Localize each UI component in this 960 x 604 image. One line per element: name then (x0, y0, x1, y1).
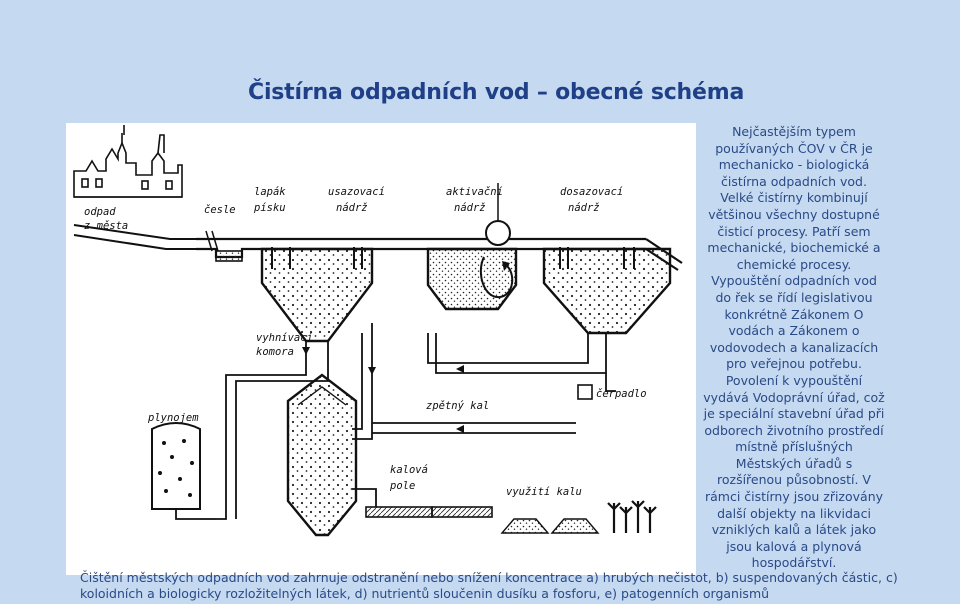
screens-icon (205, 230, 219, 252)
gasholder-icon (151, 422, 216, 520)
slide-title: Čistírna odpadních vod – obecné schéma (248, 80, 745, 105)
grit-chamber (215, 250, 243, 262)
label-sed-1: usazovací (328, 186, 385, 198)
drying-beds (365, 506, 493, 518)
bottom-description: Čištění městských odpadních vod zahrnuje… (80, 570, 898, 602)
plants-icon (607, 500, 657, 533)
label-grit-1: lapák (254, 186, 286, 198)
city-icon (73, 125, 183, 198)
label-act-2: nádrž (454, 202, 486, 214)
label-sludge-use: využití kalu (506, 486, 582, 498)
label-sed-2: nádrž (336, 202, 368, 214)
label-screens: česle (204, 204, 236, 216)
label-drying-1: kalová (390, 464, 428, 476)
pump-icon (577, 384, 593, 400)
label-gasholder: plynojem (147, 412, 199, 424)
label-return-sludge: zpětný kal (426, 400, 489, 412)
side-description: Nejčastějším typem používaných ČOV v ČR … (703, 124, 885, 571)
diagram-labels: odpad z města česle lapák písku usazovac… (84, 186, 647, 498)
label-sec-1: dosazovací (560, 186, 623, 198)
wastewater-plant-scheme: odpad z města česle lapák písku usazovac… (66, 123, 696, 575)
secondary-clarifier (542, 247, 672, 335)
label-grit-2: písku (253, 202, 286, 214)
label-inflow-1: odpad (84, 206, 116, 218)
sludge-pipes (216, 323, 616, 520)
label-pump: čerpadlo (596, 388, 647, 400)
label-inflow-2: z města (84, 220, 128, 232)
label-act-1: aktivační (446, 186, 503, 198)
label-dig-1: vyhnívací (256, 332, 313, 344)
digester (286, 373, 358, 537)
inflow-channel (73, 224, 196, 250)
flow-arrows (302, 347, 464, 433)
label-sec-2: nádrž (568, 202, 600, 214)
label-dig-2: komora (256, 346, 294, 358)
label-drying-2: pole (389, 480, 415, 492)
aeration-tank (426, 183, 518, 311)
sedimentation-tank (260, 247, 374, 343)
sludge-heaps-icon (500, 518, 600, 534)
